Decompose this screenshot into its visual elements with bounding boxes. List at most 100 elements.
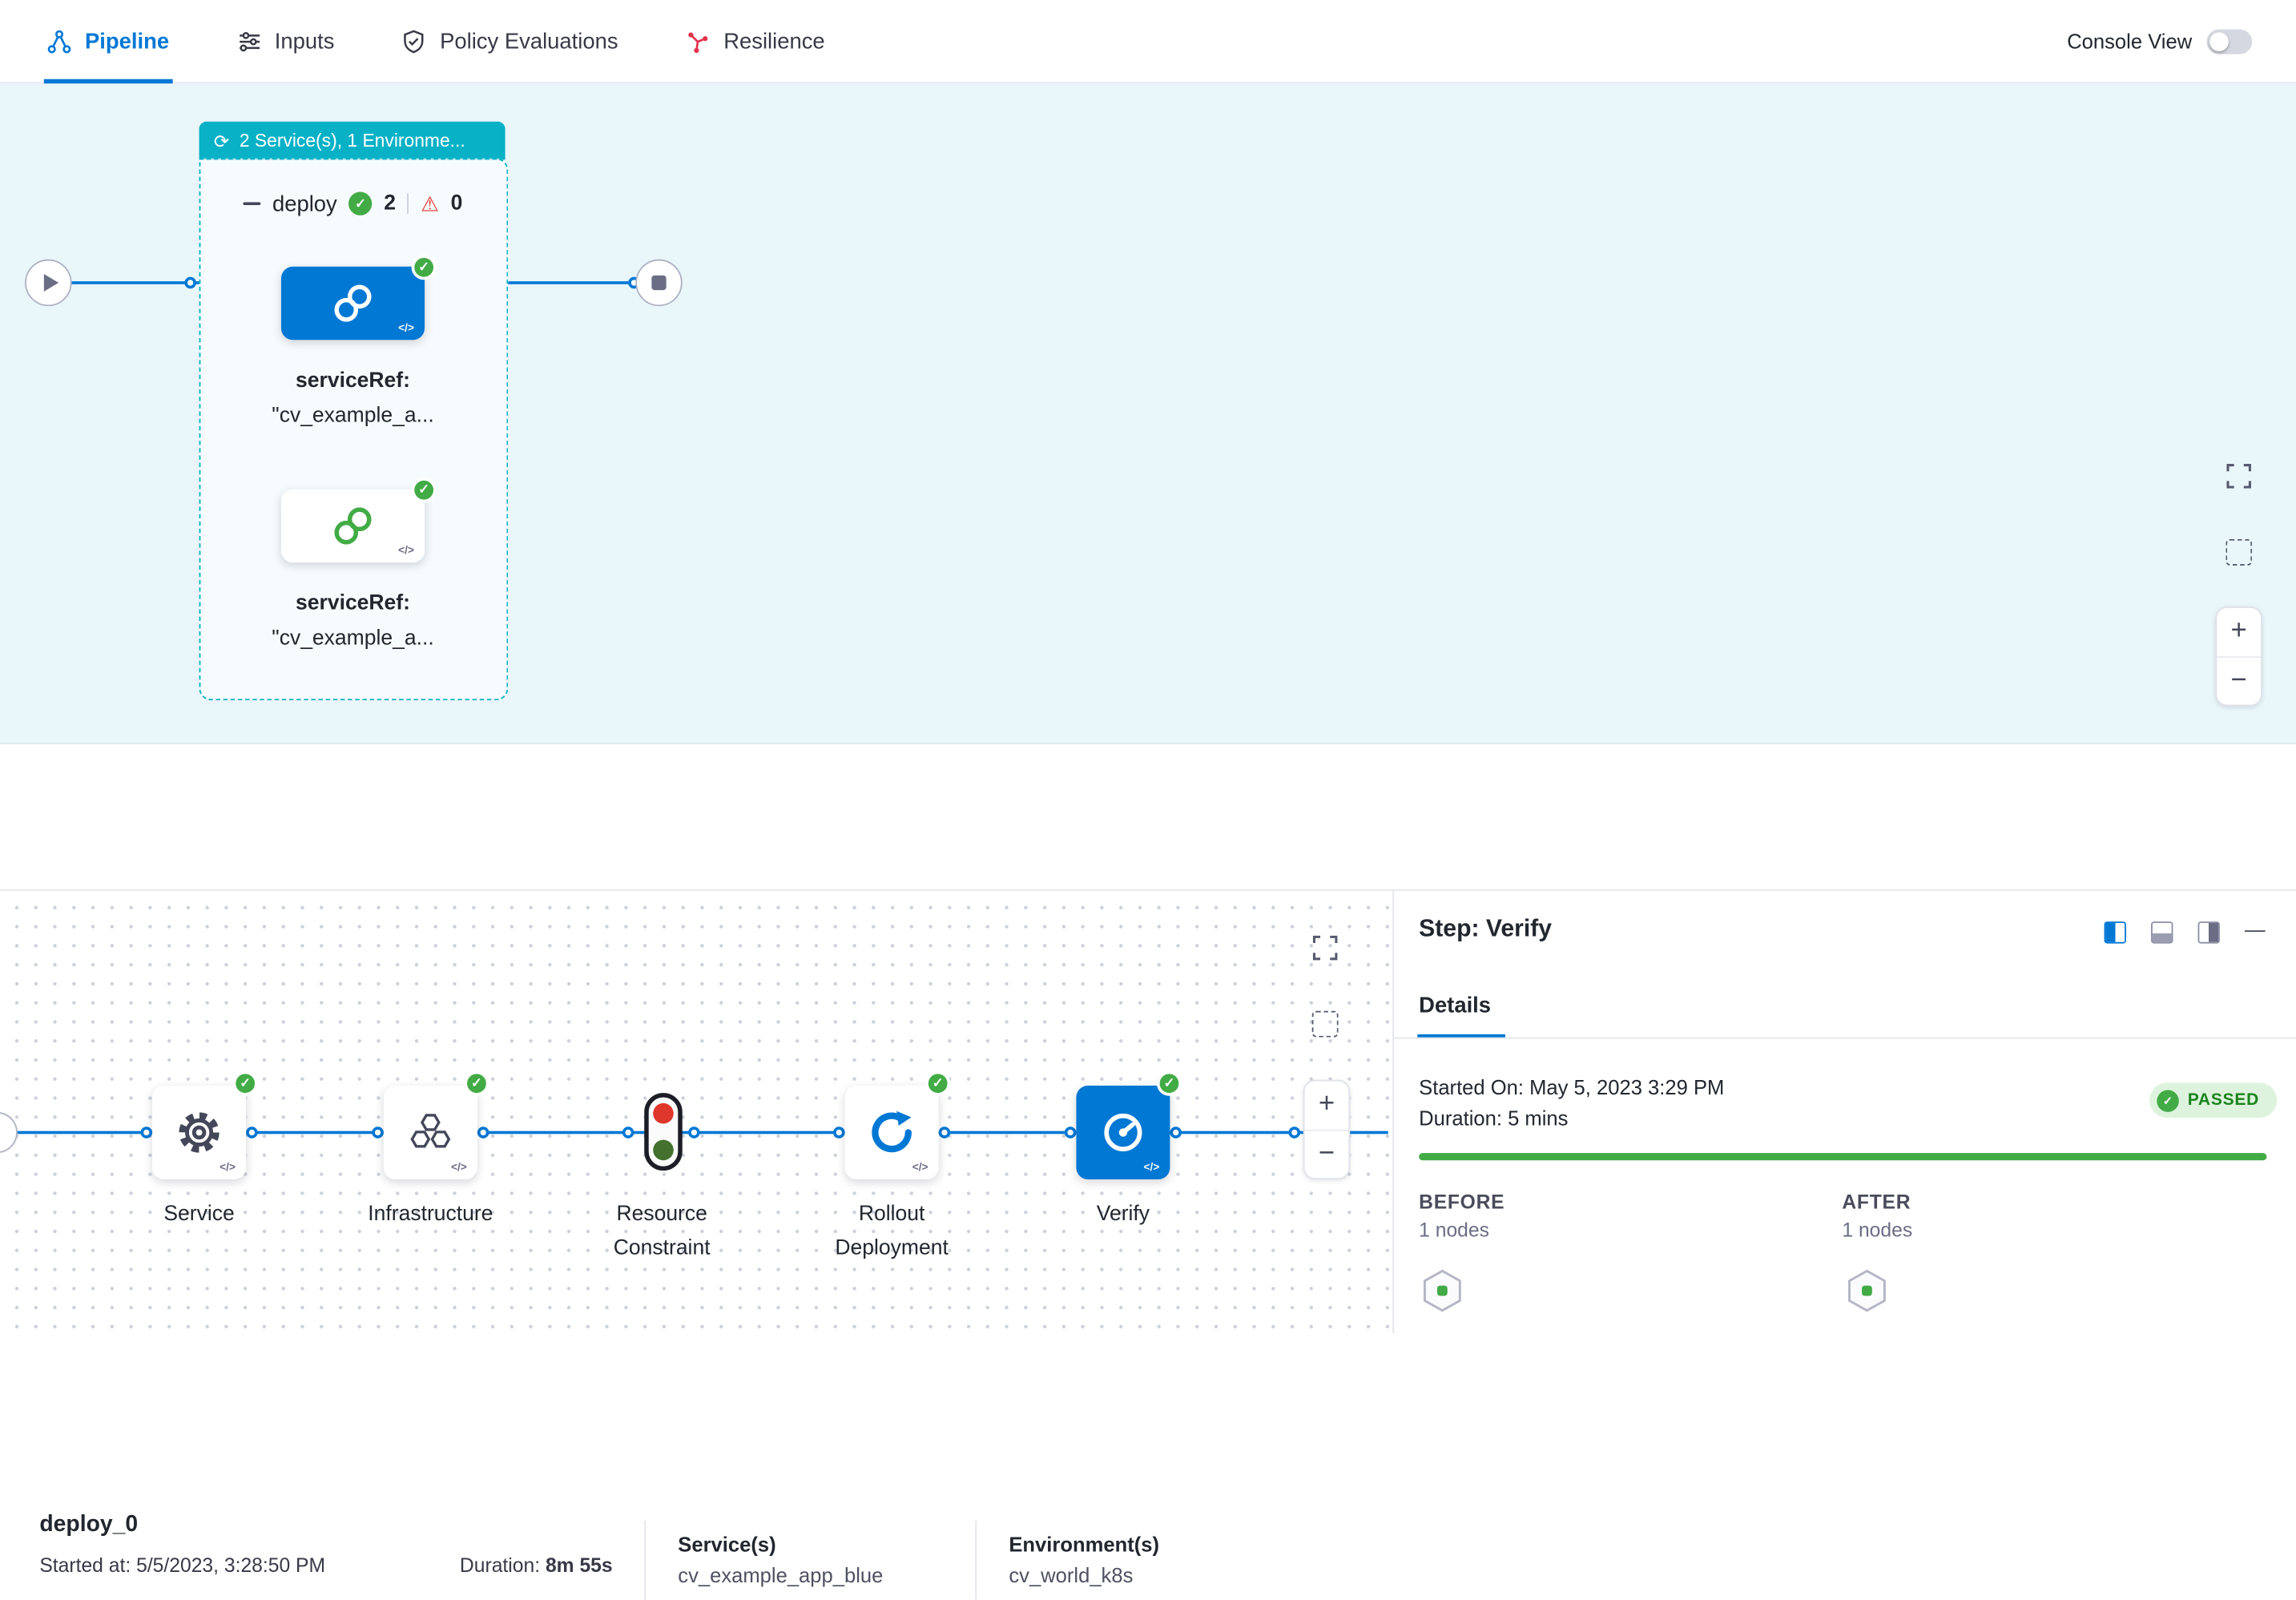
hexagon-cluster-icon — [410, 1114, 451, 1148]
code-icon: </> — [1143, 1160, 1160, 1174]
bottom-view-icon[interactable] — [2151, 921, 2173, 944]
status-badge: ✓ PASSED — [2149, 1082, 2277, 1118]
fullscreen-button[interactable] — [1306, 929, 1344, 967]
stage-header: deploy ✓ 2 ⚠ 0 — [243, 187, 462, 220]
tab-inputs[interactable]: Inputs — [234, 0, 338, 82]
selection-box-icon — [2226, 538, 2253, 566]
started-on-label: Started On: — [1419, 1075, 1524, 1099]
right-view-icon[interactable] — [2197, 921, 2220, 944]
step-label[interactable]: Verify — [1096, 1203, 1150, 1227]
verify-gauge-icon — [1104, 1113, 1142, 1152]
stage-run-name: deploy_0 — [39, 1512, 139, 1538]
edge-connector-dot — [938, 1126, 951, 1139]
service-rings-icon — [334, 507, 372, 545]
tab-label: Policy Evaluations — [440, 28, 618, 54]
console-view-toggle[interactable] — [2206, 28, 2253, 54]
stage-group-box[interactable] — [199, 158, 509, 701]
after-node-hexagon-icon[interactable] — [1847, 1269, 1887, 1313]
stage-name[interactable]: deploy — [272, 191, 337, 216]
zoom-out-button[interactable]: − — [2217, 655, 2262, 704]
before-label: BEFORE — [1419, 1191, 1505, 1214]
split-view-icon[interactable] — [2104, 921, 2126, 944]
step-node-service[interactable] — [152, 1085, 247, 1180]
step-details-panel — [1392, 889, 2296, 1334]
pipeline-end-node[interactable] — [635, 259, 683, 307]
zoom-out-button[interactable]: − — [1304, 1128, 1349, 1178]
edge-connector-dot — [140, 1126, 153, 1139]
tab-label: Inputs — [274, 28, 335, 54]
step-node-resource-constraint[interactable] — [644, 1093, 683, 1171]
environments-column-label: Environment(s) — [1009, 1532, 1160, 1556]
step-label[interactable]: Resource Constraint — [613, 1203, 711, 1260]
service-ref-value: "cv_example_a... — [272, 627, 434, 651]
status-check-badge: ✓ — [925, 1070, 951, 1096]
edge-stage-to-end — [508, 281, 636, 284]
step-node-verify[interactable] — [1076, 1085, 1170, 1180]
step-label[interactable]: Service — [163, 1203, 235, 1227]
pipeline-icon — [47, 29, 71, 53]
edge-connector-dot — [184, 276, 196, 289]
step-node-rollout-deployment[interactable] — [844, 1085, 939, 1180]
edge-connector-dot — [1288, 1126, 1301, 1139]
fullscreen-icon — [1312, 935, 1338, 961]
collapse-stage-icon[interactable] — [243, 201, 261, 206]
divider — [644, 1521, 647, 1600]
before-node-hexagon-icon[interactable] — [1422, 1269, 1463, 1313]
gear-icon — [179, 1112, 220, 1153]
code-icon: </> — [450, 1160, 467, 1174]
started-on-value: May 5, 2023 3:29 PM — [1529, 1075, 1725, 1099]
started-at-value: 5/5/2023, 3:28:50 PM — [136, 1554, 326, 1577]
stage-summary-bar: deploy_0 Started at: 5/5/2023, 3:28:50 P… — [0, 744, 2296, 1600]
success-count: 2 — [384, 191, 397, 216]
edge-connector-dot — [477, 1126, 489, 1139]
tabs-divider — [1392, 1037, 2296, 1039]
warning-icon: ⚠ — [421, 191, 440, 216]
stop-icon — [651, 275, 667, 291]
step-node-infrastructure[interactable] — [383, 1085, 477, 1180]
step-label[interactable]: Infrastructure — [368, 1203, 493, 1227]
stage-group-tag[interactable]: ⟳ 2 Service(s), 1 Environme... — [199, 121, 506, 160]
started-at: Started at: 5/5/2023, 3:28:50 PM — [39, 1554, 325, 1576]
duration-label: Duration: — [459, 1554, 541, 1577]
edge-connector-dot — [833, 1126, 845, 1139]
top-tab-bar: Pipeline Inputs Policy Evaluations — [0, 0, 2296, 84]
execution-progress-bar — [1419, 1153, 2267, 1161]
play-icon — [42, 273, 58, 292]
status-check-badge: ✓ — [1156, 1070, 1182, 1096]
service-node-2[interactable] — [280, 489, 425, 563]
service-node-1[interactable] — [280, 266, 425, 341]
tab-details[interactable]: Details — [1419, 993, 1492, 1018]
edge-connector-dot — [688, 1126, 700, 1139]
console-view-label: Console View — [2067, 29, 2193, 53]
environments-column-value: cv_world_k8s — [1009, 1563, 1134, 1587]
pipeline-start-node[interactable] — [25, 259, 72, 307]
step-duration-label: Duration: — [1419, 1106, 1502, 1130]
tab-policy-evaluations[interactable]: Policy Evaluations — [399, 0, 621, 82]
red-light-icon — [653, 1102, 674, 1124]
step-duration-value: 5 mins — [1508, 1106, 1569, 1130]
services-column-label: Service(s) — [678, 1532, 776, 1556]
zoom-in-button[interactable]: + — [1318, 1089, 1335, 1120]
zoom-in-button[interactable]: + — [2230, 615, 2247, 647]
started-at-label: Started at: — [39, 1554, 131, 1577]
after-label: AFTER — [1842, 1191, 1911, 1214]
selection-tool-button[interactable] — [2220, 534, 2258, 572]
status-check-badge: ✓ — [411, 478, 437, 503]
stage-group-tag-label: 2 Service(s), 1 Environme... — [239, 130, 465, 151]
rollout-arrow-icon — [872, 1110, 912, 1153]
minimize-panel-icon[interactable]: — — [2245, 917, 2266, 941]
step-label[interactable]: Rollout Deployment — [835, 1203, 949, 1260]
green-light-icon — [653, 1139, 674, 1161]
fullscreen-button[interactable] — [2220, 457, 2258, 496]
before-node-count: 1 nodes — [1419, 1219, 1489, 1241]
tab-resilience[interactable]: Resilience — [683, 0, 828, 82]
tab-pipeline[interactable]: Pipeline — [43, 0, 172, 84]
code-icon: </> — [912, 1160, 928, 1174]
status-check-badge: ✓ — [232, 1070, 258, 1096]
selection-tool-button[interactable] — [1306, 1005, 1344, 1043]
details-panel-title: Step: Verify — [1419, 915, 1553, 942]
active-tab-underline — [1417, 1034, 1505, 1039]
divider — [407, 193, 409, 214]
check-icon: ✓ — [2157, 1089, 2179, 1111]
